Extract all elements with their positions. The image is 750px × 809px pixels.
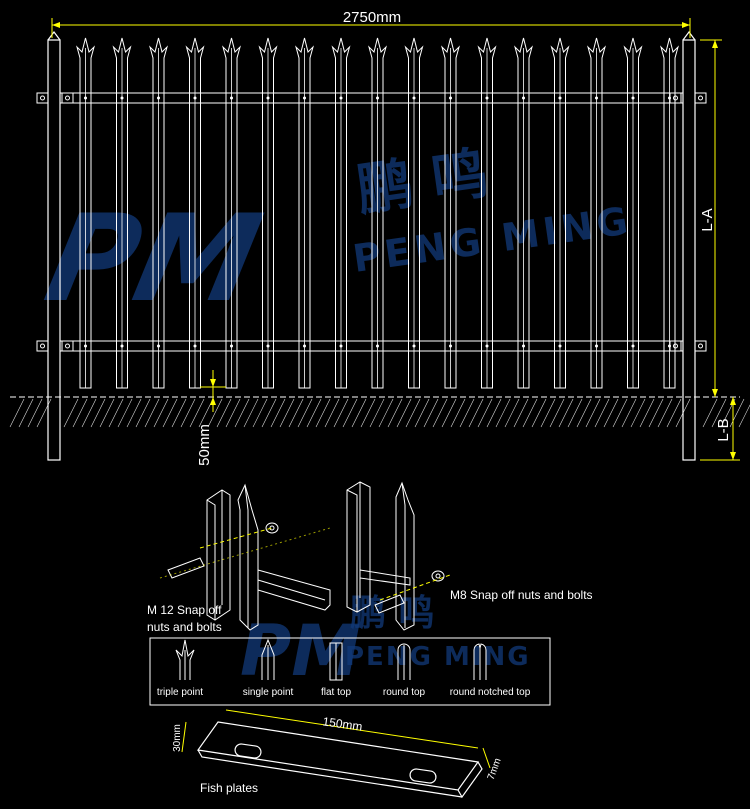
pale [477,37,497,389]
watermark-cn-name: 鹏 鸣 [353,141,492,224]
pale [623,37,643,389]
pale [331,37,351,389]
bolt-left-label: M 12 Snap off [147,603,222,617]
fish-plate-width: 30mm [172,724,183,752]
top-label-round-top: round top [383,687,426,698]
left-post [47,39,61,461]
width-dimension: 2750mm [51,9,691,38]
pale [222,37,241,389]
pale [295,37,314,389]
watermark-logo-small: PM [240,610,361,692]
watermark: PM 鹏 鸣 PENG MING PM 鹏 鸣 PENG MING [35,141,634,692]
fish-plate-dimensions [181,709,491,769]
width-label: 2750mm [343,9,401,26]
bolt-left-label-2: nuts and bolts [147,620,222,634]
top-style-flat-top [329,642,343,681]
embed-depth-label: 50mm [196,424,213,466]
fish-plate-thickness: 7mm [486,757,504,782]
pale [368,37,387,389]
top-styles-box [149,637,551,706]
pales [76,37,679,389]
top-label-triple-point: triple point [157,687,203,698]
embed-dimension: 50mm [196,370,226,466]
fish-plate-drawing [196,721,483,799]
pale [587,37,606,389]
top-style-triple-point [175,639,195,680]
watermark-cn-name-small: 鹏 鸣 [350,593,435,634]
pale [550,37,570,389]
pale [149,37,168,389]
fish-plate-length: 150mm [322,714,364,733]
fish-plate-caption: Fish plates [200,781,258,795]
top-label-round-notched-top: round notched top [450,687,531,698]
pale [441,37,460,389]
bolt-right-label: M8 Snap off nuts and bolts [450,588,593,602]
pale [660,37,679,389]
top-style-round-top [397,643,411,680]
pale [404,37,424,389]
pale [514,37,533,389]
watermark-en-name-small: PENG MING [345,642,531,672]
pale [112,37,132,389]
top-label-single-point: single point [243,687,294,698]
left-post-cap [47,31,61,41]
assembly-right [346,481,451,631]
watermark-logo: PM [35,188,272,328]
height-above-label: L-A [699,208,716,231]
assembly-left [159,483,331,631]
pale [76,37,95,389]
top-label-flat-top: flat top [321,687,351,698]
pale [258,37,278,389]
pale [185,37,205,389]
ground-hatching [9,398,750,428]
right-post-cap [682,31,696,41]
right-post [682,39,696,461]
top-style-round-notched-top [473,643,487,680]
height-dimension: L-A L-B [699,39,740,461]
height-below-label: L-B [715,418,732,441]
top-style-single-point [261,638,275,680]
